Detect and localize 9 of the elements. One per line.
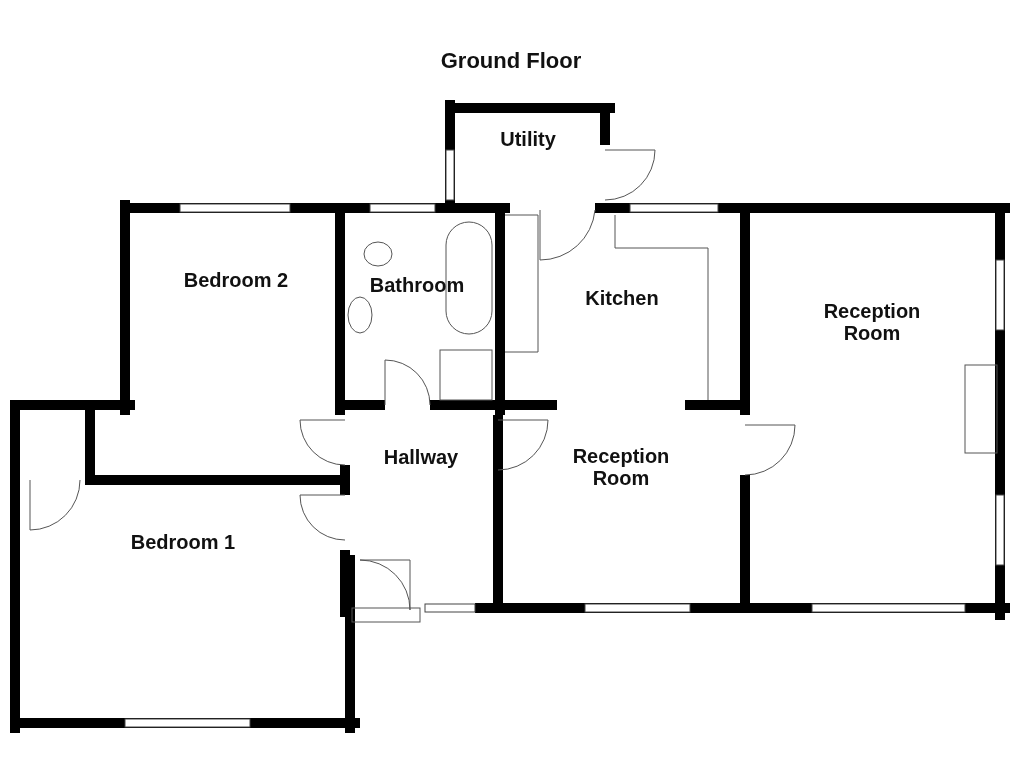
room-label: Bedroom 1 [129,531,237,553]
room-label: Bathroom [368,274,466,296]
room-label: Kitchen [584,287,660,309]
room-label: Hallway [382,446,460,468]
room-label: Bedroom 2 [182,269,290,291]
room-label: Utility [499,128,557,150]
room-label: Reception Room [571,445,671,489]
room-label: Reception Room [822,300,922,344]
floor-plan-title: Ground Floor [439,50,583,72]
